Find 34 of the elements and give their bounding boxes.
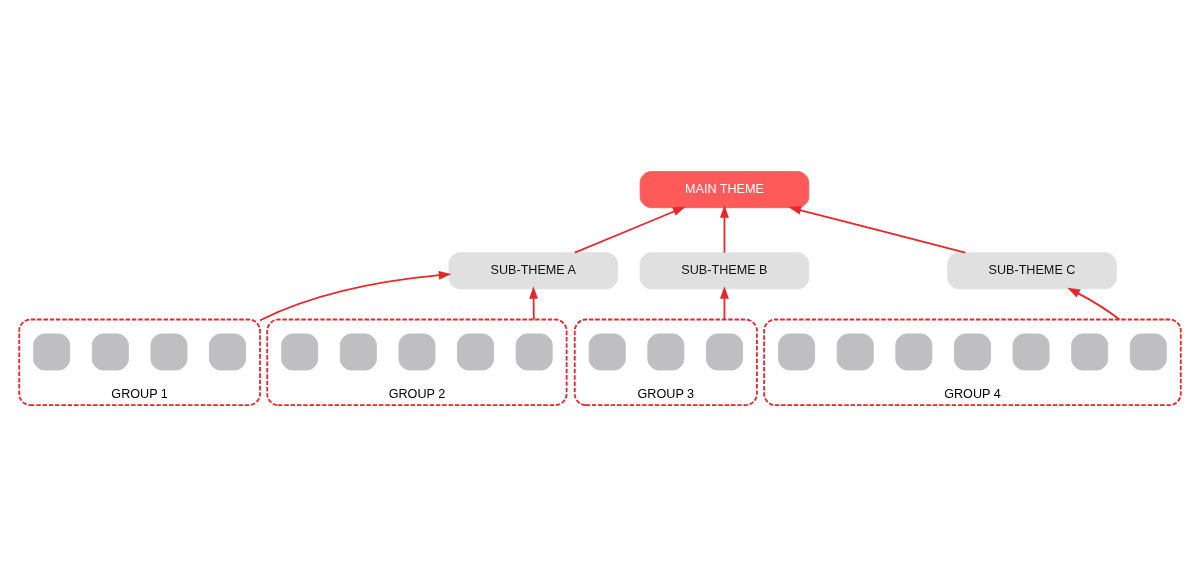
node-box xyxy=(33,333,71,370)
node-box xyxy=(647,333,685,370)
node-box xyxy=(1071,333,1109,370)
node-box xyxy=(150,333,188,370)
cluster: GROUP 4 xyxy=(763,318,1182,406)
arrow xyxy=(259,270,452,321)
node-box xyxy=(515,333,553,370)
node-box xyxy=(778,333,816,370)
arrow xyxy=(529,285,538,320)
arrow xyxy=(573,206,686,254)
node-box xyxy=(209,333,247,370)
node-box xyxy=(457,333,495,370)
arrow xyxy=(788,205,967,254)
arrow xyxy=(720,204,729,254)
node-box xyxy=(339,333,377,370)
node-box xyxy=(588,333,626,370)
node-box xyxy=(281,333,319,370)
node-box xyxy=(1129,333,1167,370)
node-box xyxy=(91,333,129,370)
arrow xyxy=(720,285,729,320)
arrow xyxy=(1067,287,1121,320)
node-box: SUB-THEME B xyxy=(639,251,810,289)
node-box xyxy=(836,333,874,370)
node-box xyxy=(705,333,743,370)
cluster: GROUP 3 xyxy=(573,318,758,406)
node-box: SUB-THEME A xyxy=(448,251,619,289)
cluster: GROUP 2 xyxy=(266,318,568,406)
node-box: SUB-THEME C xyxy=(947,251,1117,289)
node-box xyxy=(398,333,436,370)
cluster: GROUP 1 xyxy=(18,318,261,406)
node-box: MAIN THEME xyxy=(639,170,810,208)
node-box xyxy=(1012,333,1050,370)
node-box xyxy=(953,333,991,370)
node-box xyxy=(895,333,933,370)
